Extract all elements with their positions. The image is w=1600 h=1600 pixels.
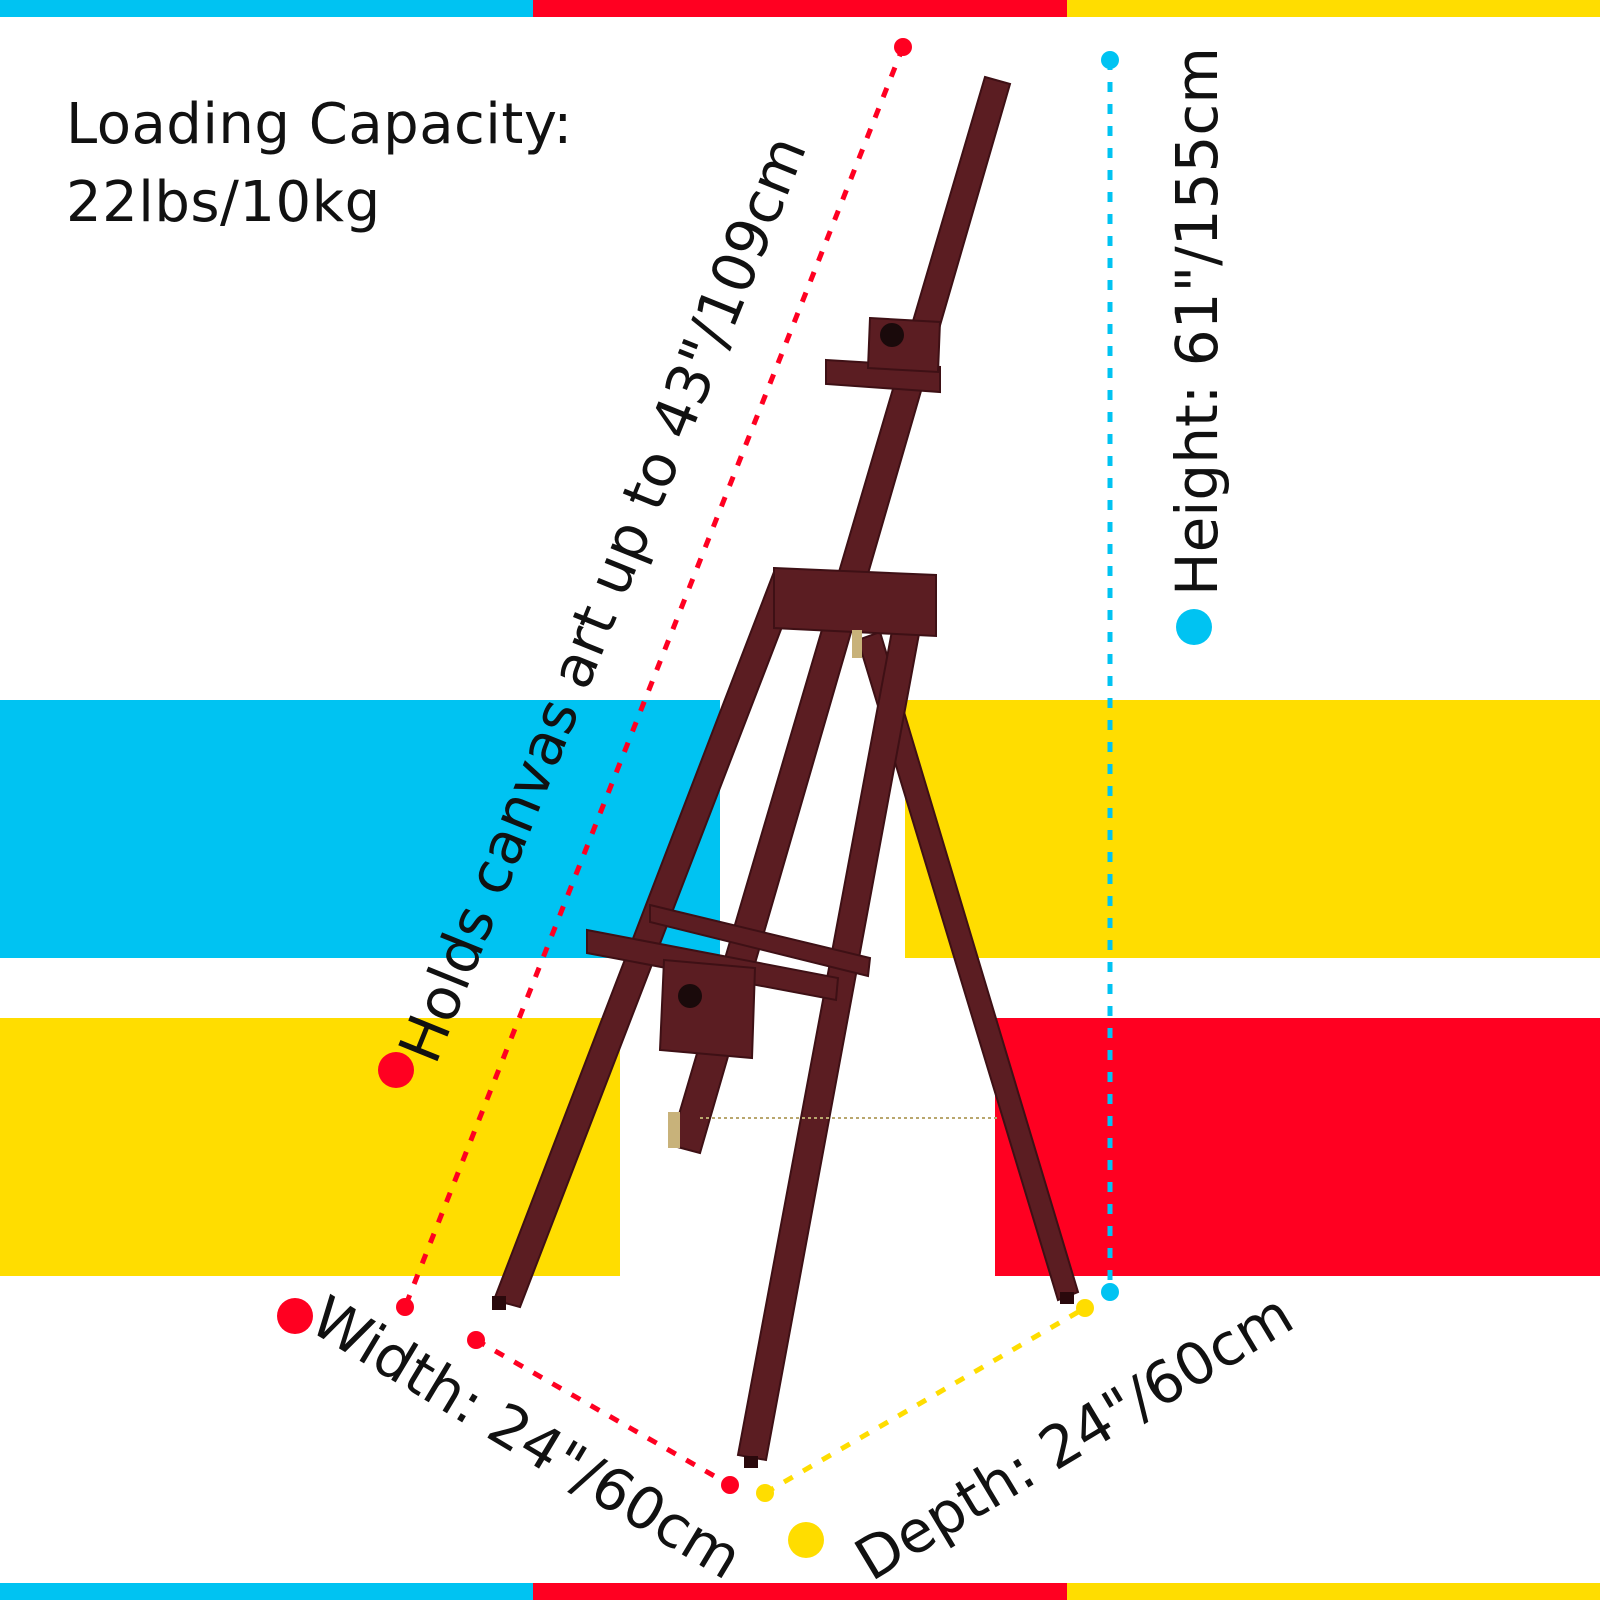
easel-top-clamp [866,316,942,374]
height-label-dot [1176,609,1212,645]
top-stripe-yellow [1067,0,1600,17]
width-label-dot [277,1298,313,1334]
capacity-title: Loading Capacity: [66,92,573,157]
easel-bottom-clamp [658,958,757,1060]
easel [492,75,1080,1468]
depth-label-dot [788,1522,824,1558]
easel-hardware [668,323,1000,1148]
top-stripe-blue [0,0,533,17]
canvas-label-dot [378,1052,414,1088]
top-stripe-red [533,0,1067,17]
easel-lower-crossbar [649,903,872,978]
capacity-value: 22lbs/10kg [66,170,381,235]
height-label: Height: 61"/155cm [1163,47,1231,596]
canvas-dimension-line [378,38,912,1316]
bottom-stripe-yellow [1067,1583,1600,1600]
band-yellow-right [905,700,1600,958]
bottom-stripe-red [533,1583,1067,1600]
easel-front-right-leg [736,586,928,1462]
band-yellow-left [0,1018,620,1276]
band-red-right [995,1018,1600,1276]
loading-capacity: Loading Capacity: 22lbs/10kg [66,86,573,242]
bottom-stripe-blue [0,1583,533,1600]
easel-back-leg [856,630,1080,1302]
band-blue-left [0,700,720,958]
height-dimension-line [1101,51,1212,1301]
depth-dimension-line [756,1299,1094,1558]
easel-top-crossbar [773,566,937,638]
width-dimension-line [277,1298,739,1494]
